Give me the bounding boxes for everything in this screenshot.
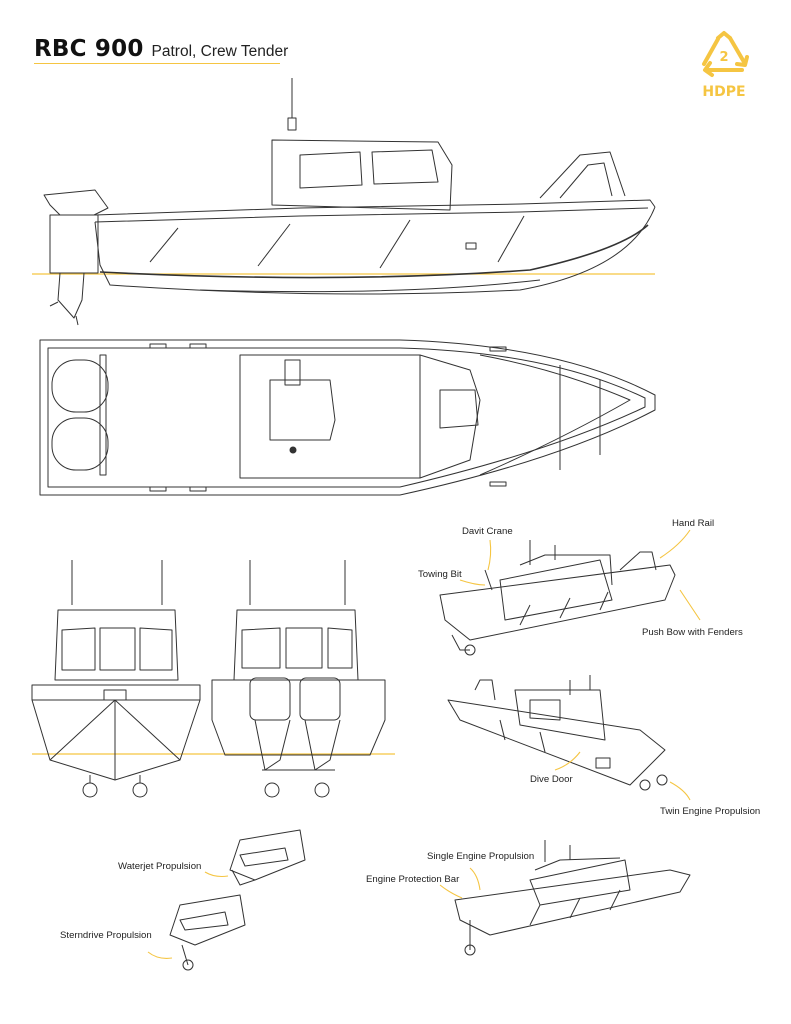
side-profile-view	[32, 78, 656, 326]
page-title: RBC 900 Patrol, Crew Tender	[34, 36, 288, 62]
waterjet-detail	[229, 829, 306, 886]
badge-material: HDPE	[702, 84, 745, 100]
label-push-bow: Push Bow with Fenders	[642, 627, 743, 638]
iso-view-3	[454, 840, 691, 956]
stern-view	[31, 560, 395, 798]
label-sterndrive: Sterndrive Propulsion	[60, 930, 152, 941]
iso-view-1	[439, 540, 676, 656]
label-davit-crane: Davit Crane	[462, 526, 513, 537]
label-dive-door: Dive Door	[530, 774, 573, 785]
label-waterjet: Waterjet Propulsion	[118, 861, 202, 872]
model-name: RBC 900	[34, 36, 144, 62]
callout-leaders	[147, 529, 701, 959]
recycle-badge: 2 HDPE	[694, 30, 754, 104]
label-single-engine: Single Engine Propulsion	[427, 851, 535, 862]
label-twin-engine: Twin Engine Propulsion	[660, 806, 761, 817]
iso-view-2	[447, 675, 668, 791]
recycle-triangle-icon: 2 HDPE	[702, 31, 749, 100]
label-hand-rail: Hand Rail	[672, 518, 715, 529]
plan-view	[39, 339, 656, 496]
model-subtitle: Patrol, Crew Tender	[151, 43, 289, 60]
title-underline	[34, 63, 280, 64]
label-towing-bit: Towing Bit	[418, 569, 462, 580]
label-engine-bar: Engine Protection Bar	[366, 874, 460, 885]
bow-view	[211, 560, 386, 798]
badge-number: 2	[719, 50, 728, 65]
sterndrive-detail	[169, 894, 246, 971]
